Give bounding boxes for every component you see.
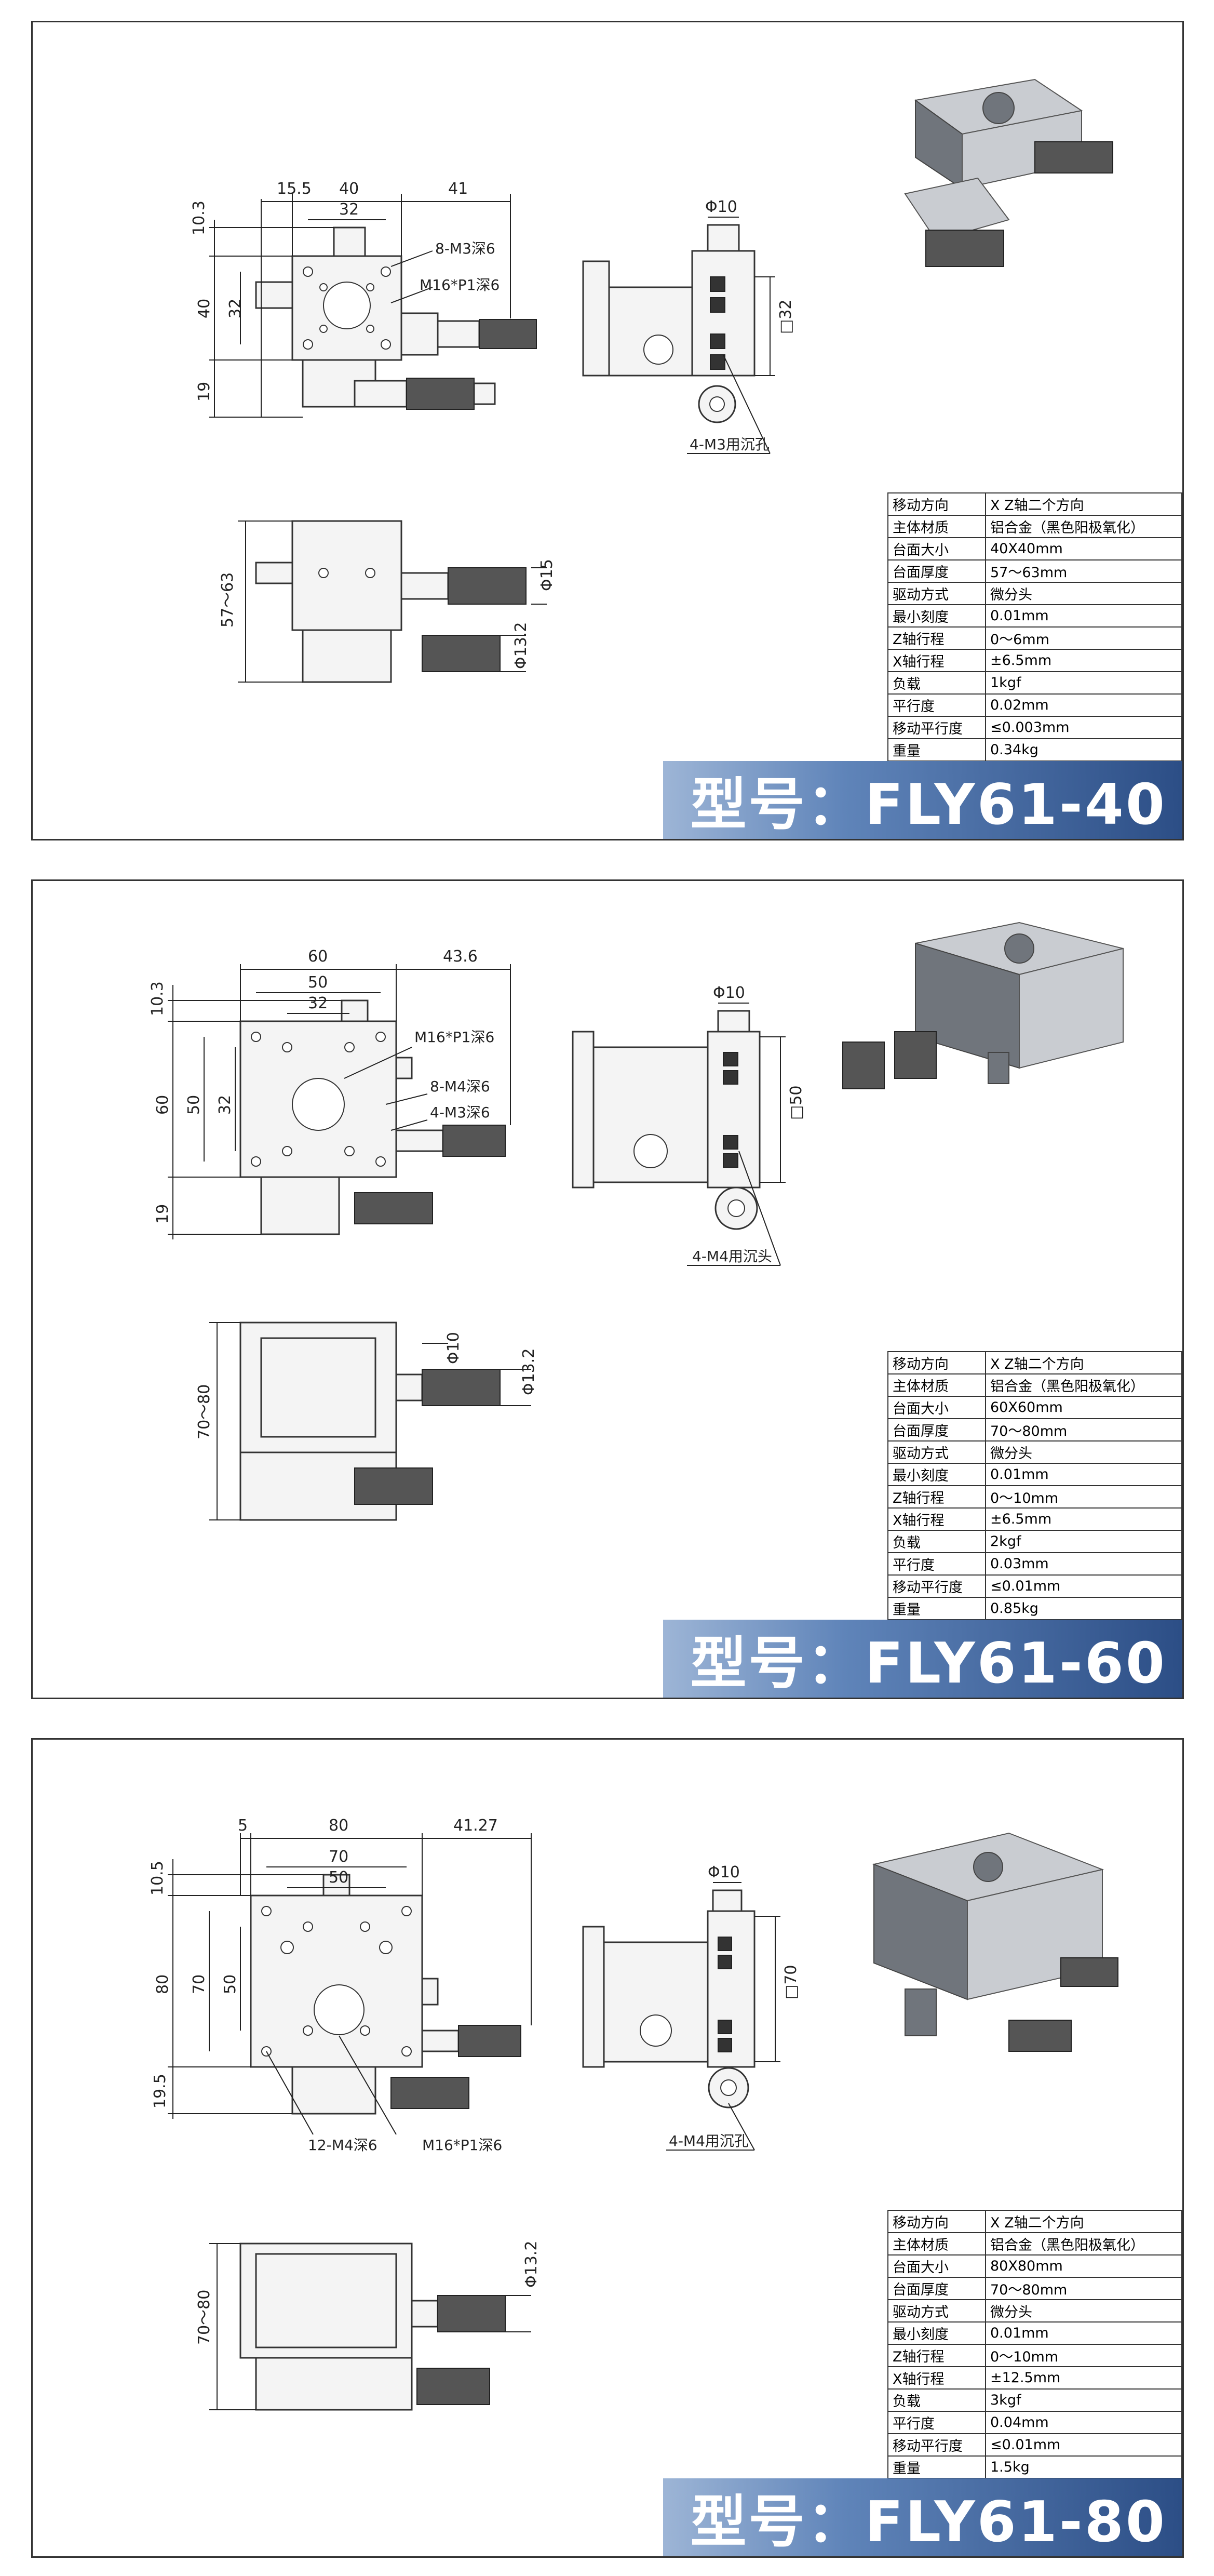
side-view: Φ10 □32 4-M3用沉孔 bbox=[582, 198, 795, 454]
product-panel-fly61-60: 60 43.6 50 32 10.3 60 50 32 19 M16*P1深6 … bbox=[31, 879, 1184, 1699]
model-banner-fly61-80: 型号：FLY61-80 bbox=[663, 2478, 1182, 2556]
dim-h: 19 bbox=[154, 1204, 172, 1224]
dim-l: □50 bbox=[787, 1085, 805, 1120]
dim-c: 80 bbox=[329, 1817, 348, 1835]
dim-o: Φ10 bbox=[444, 1332, 463, 1364]
dim-b: 15.5 bbox=[277, 180, 312, 198]
front-view: 70～80 Φ10 Φ13.2 bbox=[195, 1322, 538, 1521]
dim-g: 32 bbox=[226, 299, 245, 318]
dim-p: Φ13.2 bbox=[520, 1349, 538, 1395]
dim-d: 41.27 bbox=[453, 1817, 498, 1835]
side-view: Φ10 □50 4-M4用沉头 bbox=[572, 984, 805, 1266]
note-i: 12-M4深6 bbox=[308, 2137, 377, 2154]
model-banner-fly61-60: 型号：FLY61-60 bbox=[663, 1620, 1182, 1698]
product-panel-fly61-40: 15.5 40 41 32 10.3 40 32 19 8-M3深6 M16*P… bbox=[31, 21, 1184, 840]
top-view: 5 80 41.27 70 50 10.5 80 70 50 19.5 12-M… bbox=[149, 1817, 532, 2154]
dim-d: 41 bbox=[448, 180, 468, 198]
dim-l: □32 bbox=[777, 299, 795, 334]
dim-o: Φ15 bbox=[538, 559, 556, 591]
note-m: 4-M3用沉孔 bbox=[690, 436, 770, 453]
dim-a: 10.3 bbox=[190, 201, 208, 235]
dim-c: 60 bbox=[308, 947, 328, 966]
note-m: 4-M4用沉孔 bbox=[669, 2132, 749, 2150]
note-j2: 4-M3深6 bbox=[430, 1104, 490, 1121]
dim-c: 40 bbox=[339, 180, 359, 198]
note-m: 4-M4用沉头 bbox=[692, 1248, 772, 1265]
dim-h: 19.5 bbox=[151, 2074, 169, 2108]
front-view: 57～63 Φ15 Φ13.2 bbox=[219, 520, 556, 683]
dim-n: 57～63 bbox=[219, 572, 237, 628]
dim-b: 5 bbox=[238, 1817, 248, 1835]
technical-drawing-fly61-80: 5 80 41.27 70 50 10.5 80 70 50 19.5 12-M… bbox=[149, 1817, 1118, 2411]
dim-h: 19 bbox=[195, 382, 213, 402]
note-i: M16*P1深6 bbox=[414, 1029, 494, 1046]
dim-f: 40 bbox=[195, 299, 213, 318]
dim-n: 70～80 bbox=[195, 2290, 213, 2345]
dim-f: 60 bbox=[154, 1095, 172, 1115]
product-panel-fly61-80: 5 80 41.27 70 50 10.5 80 70 50 19.5 12-M… bbox=[31, 1738, 1184, 2558]
top-view: 60 43.6 50 32 10.3 60 50 32 19 M16*P1深6 … bbox=[149, 947, 511, 1239]
note-j: 8-M4深6 bbox=[430, 1078, 490, 1095]
technical-drawing-fly61-40: 15.5 40 41 32 10.3 40 32 19 8-M3深6 M16*P… bbox=[190, 78, 1113, 683]
model-banner-fly61-40: 型号：FLY61-40 bbox=[663, 761, 1182, 839]
dim-a: 10.5 bbox=[149, 1861, 167, 1896]
dim-g2: 50 bbox=[221, 1974, 239, 1994]
dim-e: 70 bbox=[329, 1848, 348, 1866]
product-render bbox=[904, 78, 1113, 267]
dim-f: 80 bbox=[154, 1974, 172, 1994]
top-view: 15.5 40 41 32 10.3 40 32 19 8-M3深6 M16*P… bbox=[190, 180, 537, 418]
dim-n: 70～80 bbox=[195, 1384, 213, 1439]
note-j: M16*P1深6 bbox=[420, 276, 500, 293]
dim-k: Φ10 bbox=[708, 1863, 740, 1881]
front-view: 70～80 Φ13.2 bbox=[195, 2241, 541, 2411]
product-render bbox=[842, 922, 1124, 1089]
dim-g: 70 bbox=[190, 1974, 208, 1994]
dim-g2: 32 bbox=[216, 1095, 234, 1115]
dim-p: Φ13.2 bbox=[512, 622, 530, 669]
dim-g: 50 bbox=[185, 1095, 203, 1115]
dim-k: Φ10 bbox=[705, 198, 737, 216]
product-render bbox=[872, 1832, 1118, 2052]
note-i: 8-M3深6 bbox=[435, 240, 495, 257]
dim-e: 32 bbox=[339, 201, 359, 219]
dim-l: □70 bbox=[782, 1965, 800, 1999]
dim-d: 43.6 bbox=[443, 947, 478, 966]
dim-e2: 50 bbox=[329, 1868, 348, 1887]
side-view: Φ10 □70 4-M4用沉孔 bbox=[582, 1863, 800, 2151]
technical-drawing-fly61-60: 60 43.6 50 32 10.3 60 50 32 19 M16*P1深6 … bbox=[149, 922, 1124, 1521]
dim-k: Φ10 bbox=[713, 984, 745, 1002]
note-j: M16*P1深6 bbox=[422, 2137, 502, 2154]
dim-p: Φ13.2 bbox=[522, 2241, 541, 2288]
dim-e2: 32 bbox=[308, 994, 328, 1012]
dim-a: 10.3 bbox=[149, 981, 167, 1016]
dim-e: 50 bbox=[308, 973, 328, 992]
